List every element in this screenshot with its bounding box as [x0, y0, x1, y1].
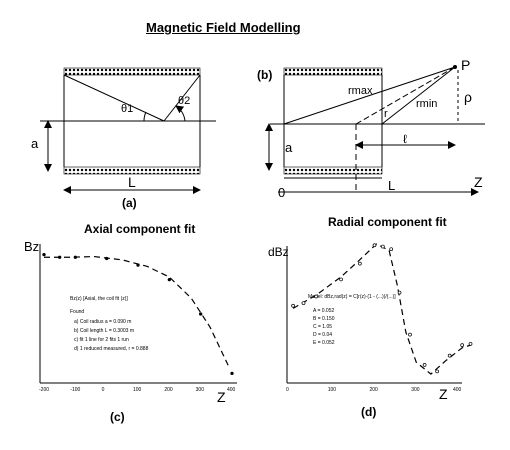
x-tick-label: -200 — [39, 387, 49, 393]
panel-d: Radial component fit dBz Z Model: dBz,ra… — [268, 215, 473, 419]
data-point — [422, 363, 427, 367]
label-a: a — [285, 140, 293, 155]
param-b: B = 0.150 — [313, 316, 335, 322]
theta2-arc — [175, 105, 186, 122]
data-point — [136, 263, 140, 267]
caption-line: Bz(z) [Axial, the coil fit (z)] — [70, 296, 128, 302]
fit-line-4: d) 1 reduced measured, r = 0.888 — [74, 346, 149, 352]
label-theta2: θ2 — [178, 95, 190, 107]
label-zero: 0 — [278, 185, 285, 200]
data-point — [468, 341, 473, 346]
coil-top — [283, 67, 383, 76]
param-d: D = 0.04 — [313, 332, 332, 338]
x-tick-label: 0 — [102, 387, 105, 393]
data-point — [58, 255, 62, 259]
theta1-arc — [143, 111, 147, 122]
fit-line-1: a) Coil radius a = 0.090 m — [74, 319, 131, 325]
fit-curve — [44, 255, 230, 368]
model-formula: Model: dBz,rad(z) = C[r(z)·(1 - (...))/(… — [308, 294, 396, 300]
label-L: L — [388, 178, 395, 193]
data-point — [447, 353, 452, 358]
data-point — [73, 255, 77, 259]
coil-top — [63, 67, 201, 76]
radial-chart-marks: 0 100 200 300 400 — [286, 243, 473, 393]
fit-line-2: b) Coil length L = 0.3003 m — [74, 328, 134, 334]
fit-line-3: c) fit 1 line for 2 fits 1 run — [74, 337, 129, 343]
ray-rmax — [283, 66, 456, 125]
panel-c: Axial component fit Bz Z Bz(z) [Axial, t… — [24, 222, 237, 424]
fit-title: Found — [70, 309, 84, 315]
label-a: a — [31, 136, 39, 151]
data-point — [372, 243, 377, 248]
data-point — [397, 290, 402, 295]
panel-b-tag: (b) — [257, 68, 272, 82]
ylabel: dBz — [268, 245, 289, 259]
label-L: L — [128, 174, 136, 190]
data-point — [199, 312, 203, 316]
ray-rmin — [381, 66, 456, 125]
xlabel: Z — [217, 389, 226, 405]
x-tick-label: 200 — [164, 387, 173, 393]
label-ell: ℓ — [403, 132, 407, 146]
data-point — [381, 244, 385, 249]
panel-d-tag: (d) — [361, 405, 376, 419]
param-e: E = 0.052 — [313, 340, 335, 346]
x-tick-label: 0 — [286, 387, 289, 393]
axial-chart-marks: -200 -100 0 100 200 300 400 — [39, 252, 236, 393]
ylabel: Bz — [24, 239, 39, 254]
label-theta1: θ1 — [121, 103, 133, 115]
xlabel: Z — [439, 386, 448, 402]
label-rho: ρ — [464, 89, 472, 105]
data-point — [408, 332, 412, 337]
data-point — [230, 371, 234, 376]
param-c: C = 1.05 — [313, 324, 332, 330]
data-point — [460, 343, 465, 347]
panel-a-tag: (a) — [122, 196, 137, 210]
panel-c-tag: (c) — [110, 410, 125, 424]
data-point — [339, 277, 343, 282]
data-point — [301, 301, 306, 305]
ray-left — [63, 74, 165, 122]
data-point — [291, 303, 295, 308]
data-point — [105, 256, 109, 261]
param-a: A = 0.052 — [313, 308, 334, 314]
data-point — [167, 278, 171, 282]
coil-bottom — [283, 166, 383, 175]
label-P: P — [461, 57, 470, 73]
page-title: Magnetic Field Modelling — [146, 20, 301, 35]
label-Z: Z — [474, 174, 483, 190]
panel-d-heading: Radial component fit — [328, 215, 447, 229]
ray-right — [163, 74, 201, 122]
data-point — [389, 247, 394, 252]
data-point — [314, 294, 318, 299]
data-point — [358, 261, 362, 266]
x-tick-label: 100 — [328, 387, 337, 393]
x-tick-label: 400 — [227, 387, 236, 393]
ray-r — [355, 66, 456, 125]
x-tick-label: -100 — [70, 387, 80, 393]
x-tick-label: 300 — [196, 387, 205, 393]
x-tick-label: 200 — [370, 387, 379, 393]
label-rmin: rmin — [416, 98, 437, 110]
x-tick-label: 400 — [453, 387, 462, 393]
fit-curve — [292, 243, 471, 375]
x-tick-label: 100 — [133, 387, 142, 393]
point-P — [453, 65, 457, 69]
panel-a: a L θ1 θ2 (a) — [31, 67, 216, 210]
panel-b: (b) P ρ rmax r rmin ℓ a L 0 Z — [257, 57, 485, 200]
coil-bottom — [63, 166, 201, 175]
label-r: r — [384, 108, 388, 120]
data-point — [42, 252, 46, 257]
panel-c-heading: Axial component fit — [84, 222, 195, 236]
data-point — [435, 369, 439, 374]
x-tick-label: 300 — [411, 387, 420, 393]
label-rmax: rmax — [348, 85, 373, 97]
